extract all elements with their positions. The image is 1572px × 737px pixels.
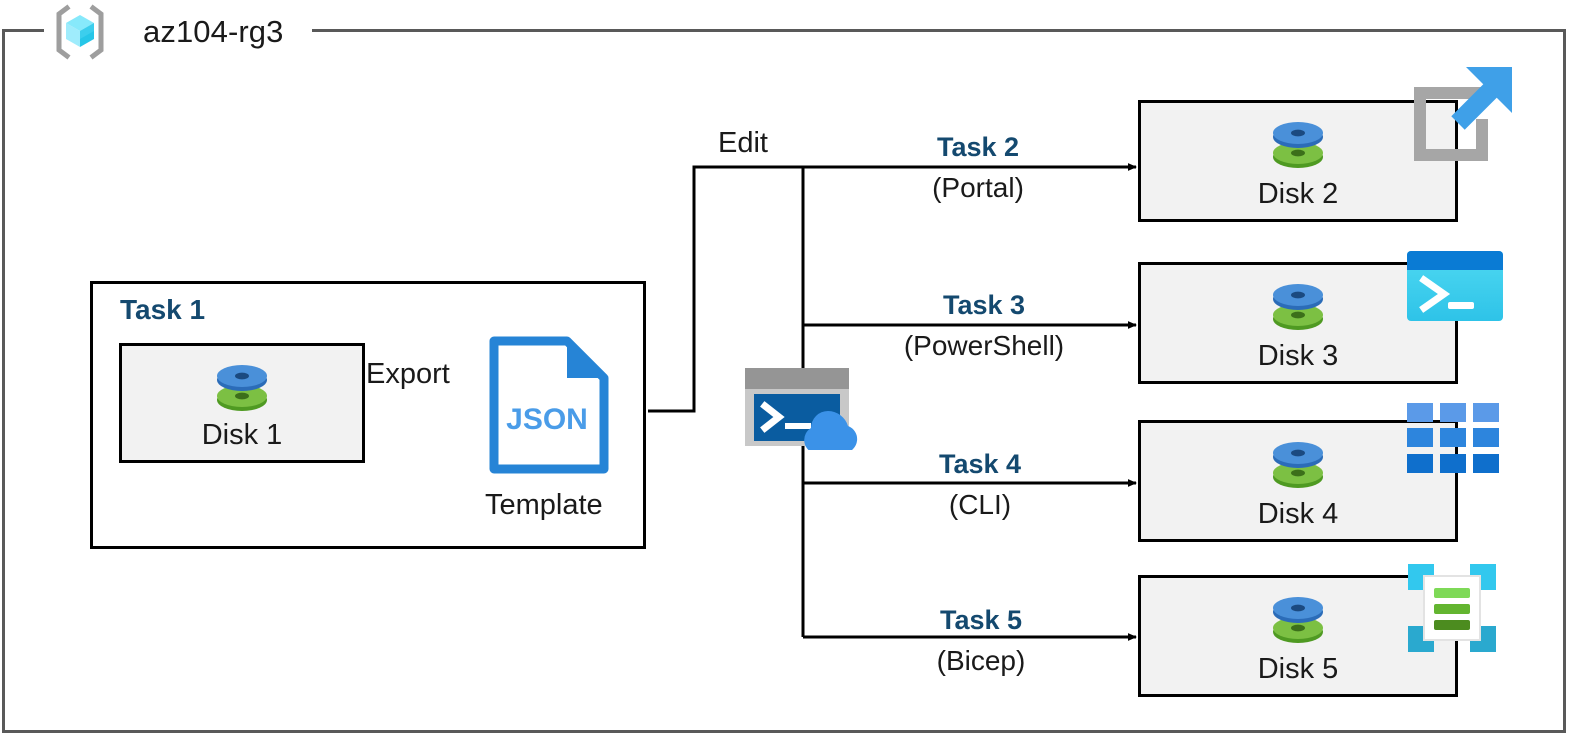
- task2-tool-label: (Portal): [932, 172, 1024, 203]
- disk2-box[interactable]: Disk 2: [1138, 100, 1458, 222]
- task2-label: Task 2: [936, 132, 1020, 162]
- task3-label: Task 3: [942, 290, 1026, 320]
- disk1-label: Disk 1: [201, 419, 283, 451]
- azure-cli-grid-icon[interactable]: [1407, 403, 1499, 473]
- export-label: Export: [366, 358, 450, 390]
- template-label: Template: [485, 489, 603, 521]
- bicep-icon[interactable]: [1404, 560, 1500, 656]
- disk2-label: Disk 2: [1257, 178, 1339, 210]
- disk4-label: Disk 4: [1257, 498, 1339, 530]
- managed-disk-icon: [1141, 279, 1455, 337]
- disk4-box[interactable]: Disk 4: [1138, 420, 1458, 542]
- disk3-box[interactable]: Disk 3: [1138, 262, 1458, 384]
- resource-group-frame: [2, 29, 1566, 733]
- powershell-icon[interactable]: [1406, 250, 1504, 322]
- managed-disk-icon: [122, 360, 362, 418]
- task5-label: Task 5: [939, 605, 1023, 635]
- task5-tool-label: (Bicep): [936, 645, 1026, 676]
- azure-cloud-shell-icon[interactable]: [743, 366, 867, 453]
- resource-group-name: az104-rg3: [143, 14, 284, 49]
- azure-portal-icon[interactable]: [1406, 63, 1518, 169]
- azure-resource-group-icon: [50, 2, 110, 62]
- disk3-label: Disk 3: [1257, 340, 1339, 372]
- disk5-label: Disk 5: [1257, 653, 1339, 685]
- edit-label: Edit: [718, 127, 768, 159]
- json-file-icon[interactable]: JSON: [487, 334, 611, 476]
- disk1-box[interactable]: Disk 1: [119, 343, 365, 463]
- task3-tool-label: (PowerShell): [903, 330, 1065, 361]
- task1-title: Task 1: [120, 294, 206, 325]
- managed-disk-icon: [1141, 437, 1455, 495]
- managed-disk-icon: [1141, 592, 1455, 650]
- resource-group-label-gap: [44, 22, 312, 40]
- task4-label: Task 4: [938, 449, 1022, 479]
- disk5-box[interactable]: Disk 5: [1138, 575, 1458, 697]
- managed-disk-icon: [1141, 117, 1455, 175]
- svg-text:JSON: JSON: [506, 403, 588, 436]
- task4-tool-label: (CLI): [948, 489, 1012, 520]
